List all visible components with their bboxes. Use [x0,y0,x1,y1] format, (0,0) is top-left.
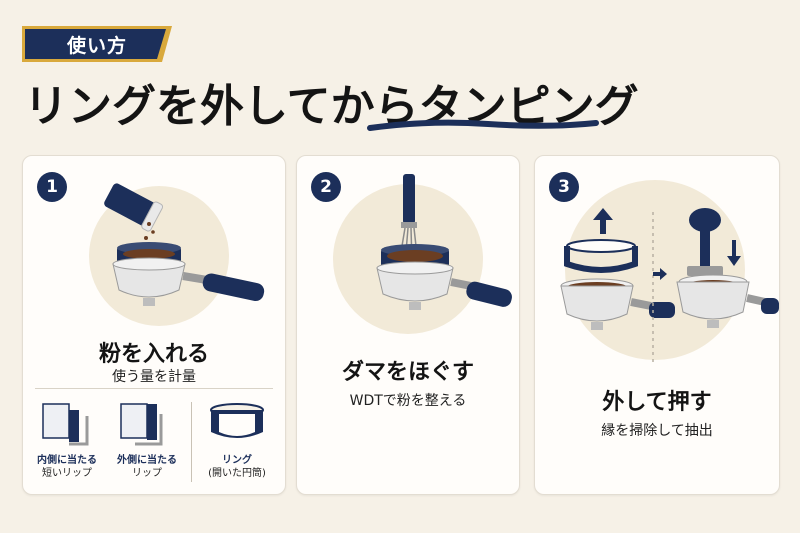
portafilter-icon [560,278,675,330]
section-divider [35,388,273,389]
note-ring-title: リング [222,455,252,466]
arrow-down-icon [727,240,741,266]
section-tag: 使い方 [22,26,172,62]
outer-lip-ring-icon [120,403,163,446]
step-number-badge: 1 [37,172,67,202]
note-outer-lip-title: 外側に当たる [117,455,177,466]
step-subtext: 縁を掃除して抽出 [601,423,713,439]
note-inner-lip: 内側に当たる 短いリップ [27,454,107,480]
step-heading: 外して押す [602,390,712,415]
note-inner-lip-desc: 短いリップ [42,468,92,479]
note-ring: リング (開いた円筒) [195,454,279,480]
tag-label: 使い方 [66,34,127,57]
step-heading: 粉を入れる [98,342,209,367]
step-subtext: 使う量を計量 [112,369,196,385]
step-card-2: 2 ダマをほぐす WDTで粉を整える [296,155,520,495]
arrow-up-icon [593,208,613,234]
portafilter-icon [112,242,265,306]
note-inner-lip-title: 内側に当たる [37,455,97,466]
portafilter-icon [376,244,512,310]
portafilter-icon [676,274,779,328]
inner-lip-ring-icon [42,403,89,446]
step-divider [652,212,654,362]
note-ring-desc: (開いた円筒) [208,468,266,479]
ring-cylinder-icon [210,403,264,438]
step-card-1: 1 粉を入れる 使う量を計量 内側に当たる [22,155,286,495]
step-heading: ダマをほぐす [341,360,474,385]
step-number-badge: 3 [549,172,579,202]
arrow-right-icon [653,268,667,280]
note-outer-lip-desc: リップ [132,468,162,479]
column-divider [191,402,192,482]
step-subtext: WDTで粉を整える [349,393,467,409]
note-outer-lip: 外側に当たる リップ [107,454,187,480]
tamper-icon [687,208,723,276]
tag-banner-shape [22,26,172,62]
title-underline-stroke [367,119,599,131]
step-card-3: 3 外して押す 縁を掃除して抽出 [534,155,780,495]
step-number-badge: 2 [311,172,341,202]
lifted-ring-icon [564,239,638,273]
